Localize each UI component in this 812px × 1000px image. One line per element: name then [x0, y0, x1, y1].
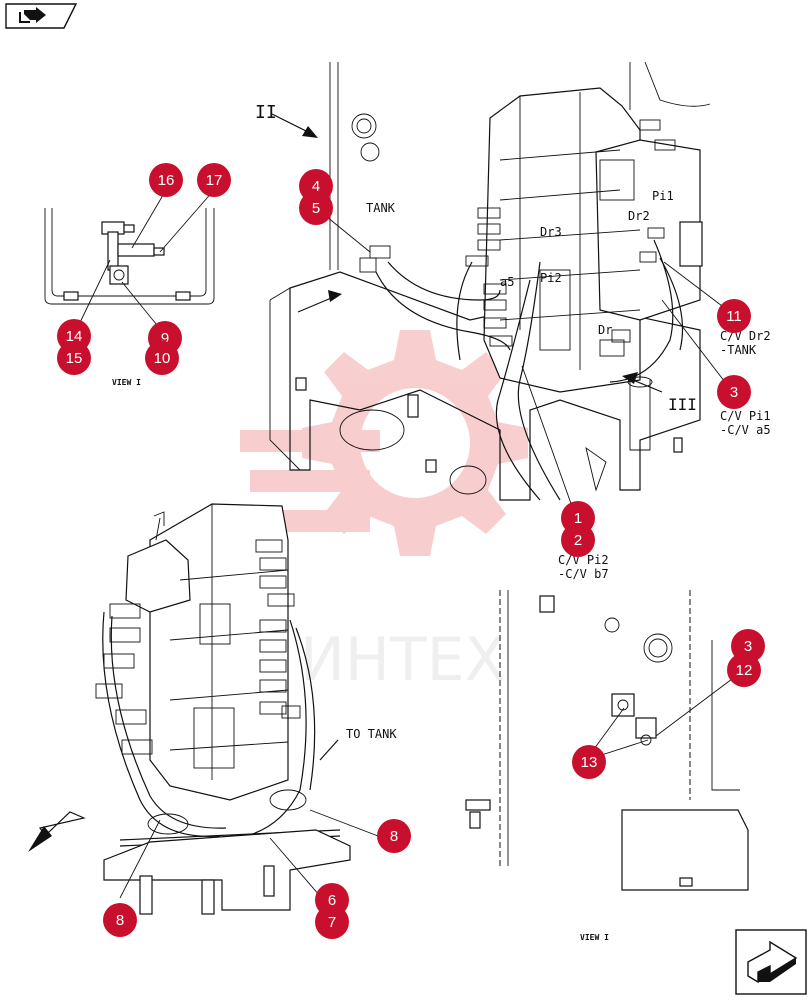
callout-c7[interactable]: 7: [315, 905, 349, 939]
callout-c13[interactable]: 13: [572, 745, 606, 779]
inset-view-right: VIEW I: [465, 590, 749, 942]
callout-c3a[interactable]: 3: [717, 375, 751, 409]
c11-desc-line2: -TANK: [720, 343, 757, 357]
callout-circle: [299, 191, 333, 225]
callout-number: 15: [66, 350, 83, 367]
callout-number: 6: [328, 892, 336, 909]
callout-number: 16: [158, 172, 175, 189]
callout-number: 1: [574, 510, 582, 527]
c3-desc-line2: -C/V a5: [720, 423, 771, 437]
callout-number: 17: [206, 172, 223, 189]
tank-label: TANK: [366, 201, 396, 215]
view-mark-iii: III: [668, 395, 697, 414]
port-dr3-label: Dr3: [540, 225, 562, 239]
callout-c10[interactable]: 10: [145, 341, 179, 375]
callout-number: 12: [736, 662, 753, 679]
callout-c12[interactable]: 12: [727, 653, 761, 687]
view-mark-ii: II: [255, 102, 277, 123]
callout-c11[interactable]: 11: [717, 299, 751, 333]
port-dr2-label: Dr2: [628, 209, 650, 223]
view-i-right-label: VIEW I: [580, 933, 609, 942]
callout-circle: [561, 523, 595, 557]
lower-valve-assembly: TO TANK: [28, 503, 397, 915]
callout-number: 8: [116, 912, 124, 929]
callout-number: 9: [161, 330, 169, 347]
callout-number: 7: [328, 914, 336, 931]
upper-assembly: II: [255, 61, 771, 581]
to-tank-label: TO TANK: [346, 727, 397, 741]
callout-c16[interactable]: 16: [149, 163, 183, 197]
callout-circle: [717, 299, 751, 333]
port-pi1-label: Pi1: [652, 189, 674, 203]
callout-c8a[interactable]: 8: [377, 819, 411, 853]
callout-number: 8: [390, 828, 398, 845]
callout-number: 10: [154, 350, 171, 367]
view-i-left-label: VIEW I: [112, 378, 141, 387]
watermark: ИНТЕХ: [240, 330, 528, 695]
watermark-gear-icon: [240, 330, 528, 556]
watermark-text: ИНТЕХ: [300, 625, 506, 695]
callout-number: 5: [312, 200, 320, 217]
callout-circle: [103, 903, 137, 937]
callout-number: 3: [744, 638, 752, 655]
callout-circle: [572, 745, 606, 779]
callout-number: 13: [581, 754, 598, 771]
callout-circle: [57, 341, 91, 375]
callout-circle: [377, 819, 411, 853]
port-pi2-label: Pi2: [540, 271, 562, 285]
back-arrow-icon[interactable]: [5, 3, 78, 29]
callout-number: 11: [726, 308, 742, 325]
callout-c5[interactable]: 5: [299, 191, 333, 225]
c3-desc-line1: C/V Pi1: [720, 409, 771, 423]
port-a5-label: a5: [500, 275, 514, 289]
callout-circle: [727, 653, 761, 687]
callout-circle: [149, 163, 183, 197]
callout-c8b[interactable]: 8: [103, 903, 137, 937]
c1-desc-line1: C/V Pi2: [558, 553, 609, 567]
callout-number: 2: [574, 532, 582, 549]
callout-number: 3: [730, 384, 738, 401]
next-page-icon[interactable]: [735, 929, 807, 995]
callout-circle: [145, 341, 179, 375]
port-dr-label: Dr: [598, 323, 612, 337]
callout-circle: [197, 163, 231, 197]
c1-desc-line2: -C/V b7: [558, 567, 609, 581]
callout-c15[interactable]: 15: [57, 341, 91, 375]
callout-number: 14: [66, 328, 83, 345]
callout-number: 4: [312, 178, 320, 195]
callout-c17[interactable]: 17: [197, 163, 231, 197]
callout-circle: [717, 375, 751, 409]
callout-circle: [315, 905, 349, 939]
callout-c2[interactable]: 2: [561, 523, 595, 557]
inset-view-left: VIEW I: [44, 189, 215, 387]
